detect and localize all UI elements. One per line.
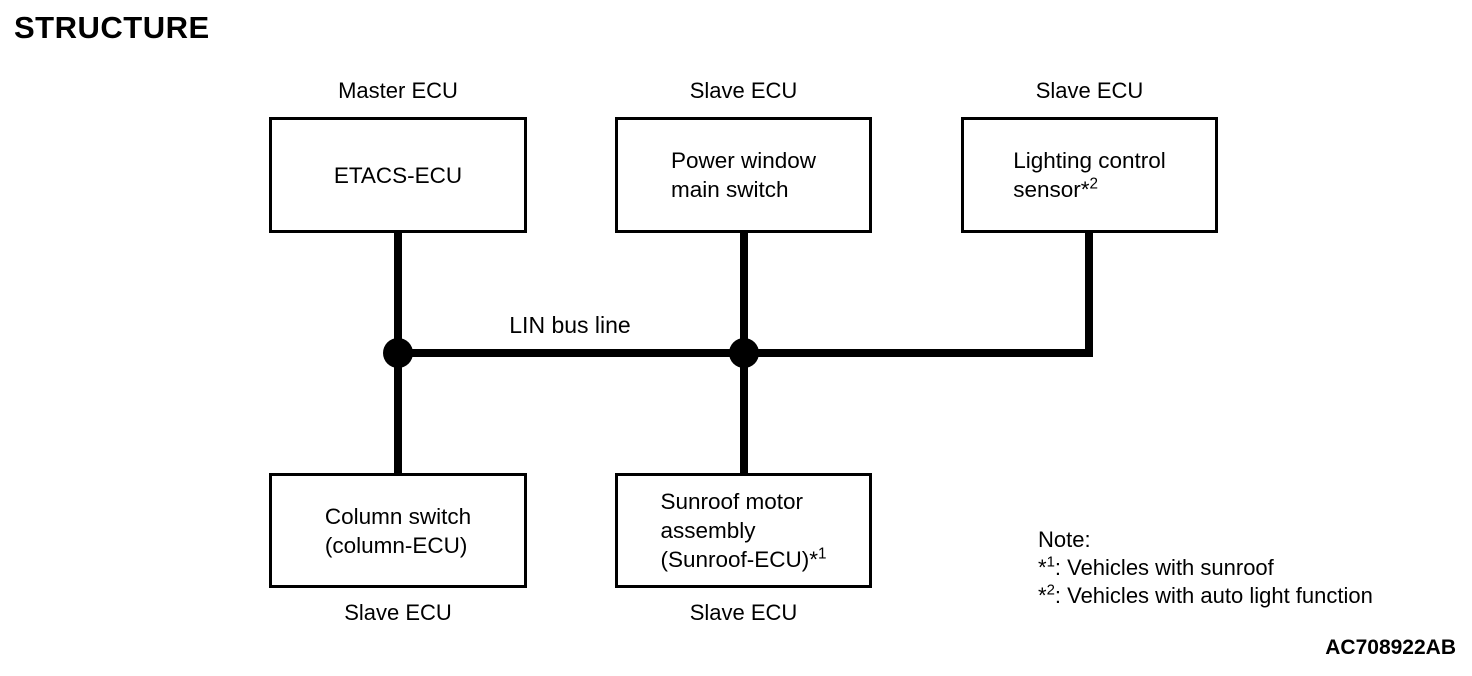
role-label-master-ecu: Master ECU xyxy=(338,78,458,103)
ecu-box-sunroof-motor-assembly: Sunroof motor assembly (Sunroof-ECU)*1 xyxy=(615,473,872,588)
ecu-box-etacs: ETACS-ECU xyxy=(269,117,527,233)
note-item-1: *1: Vehicles with sunroof xyxy=(1038,553,1274,580)
junction-dot-left xyxy=(383,338,413,368)
role-label-slave-ecu-column-switch: Slave ECU xyxy=(344,600,452,625)
ecu-box-sunroof-line2: assembly xyxy=(660,518,756,543)
junction-dot-middle xyxy=(729,338,759,368)
connector-line-lighting-sensor xyxy=(1085,231,1093,357)
note-block: Note: *1: Vehicles with sunroof *2: Vehi… xyxy=(1038,526,1373,610)
footnote-ref-2: 2 xyxy=(1089,175,1098,193)
ecu-box-lighting-control-sensor: Lighting control sensor*2 xyxy=(961,117,1218,233)
role-label-slave-ecu-power-window: Slave ECU xyxy=(689,78,798,103)
ecu-box-sunroof-line3: (Sunroof-ECU)*1 xyxy=(660,545,827,572)
figure-code: AC708922AB xyxy=(1325,636,1456,659)
ecu-box-power-window-main-switch: Power window main switch xyxy=(615,117,872,233)
ecu-box-lighting-sensor-line2: sensor*2 xyxy=(1013,175,1098,202)
ecu-box-etacs-label: ETACS-ECU xyxy=(333,162,463,188)
page-title: STRUCTURE xyxy=(14,10,210,45)
ecu-box-power-window-line1: Power window xyxy=(670,148,817,173)
ecu-box-column-switch-line2: (column-ECU) xyxy=(324,532,468,558)
footnote-ref-1: 1 xyxy=(818,545,827,563)
role-label-slave-ecu-lighting-sensor: Slave ECU xyxy=(1035,78,1144,103)
note-item-2: *2: Vehicles with auto light function xyxy=(1038,581,1373,608)
note-heading: Note: xyxy=(1038,527,1091,552)
ecu-box-lighting-sensor-line1: Lighting control xyxy=(1013,148,1166,173)
ecu-box-power-window-line2: main switch xyxy=(670,177,789,202)
role-label-slave-ecu-sunroof: Slave ECU xyxy=(689,600,798,625)
ecu-box-column-switch-line1: Column switch xyxy=(324,503,472,529)
lin-bus-line-label: LIN bus line xyxy=(509,312,631,338)
ecu-box-sunroof-line1: Sunroof motor xyxy=(660,489,804,514)
ecu-box-column-switch: Column switch (column-ECU) xyxy=(269,473,527,588)
